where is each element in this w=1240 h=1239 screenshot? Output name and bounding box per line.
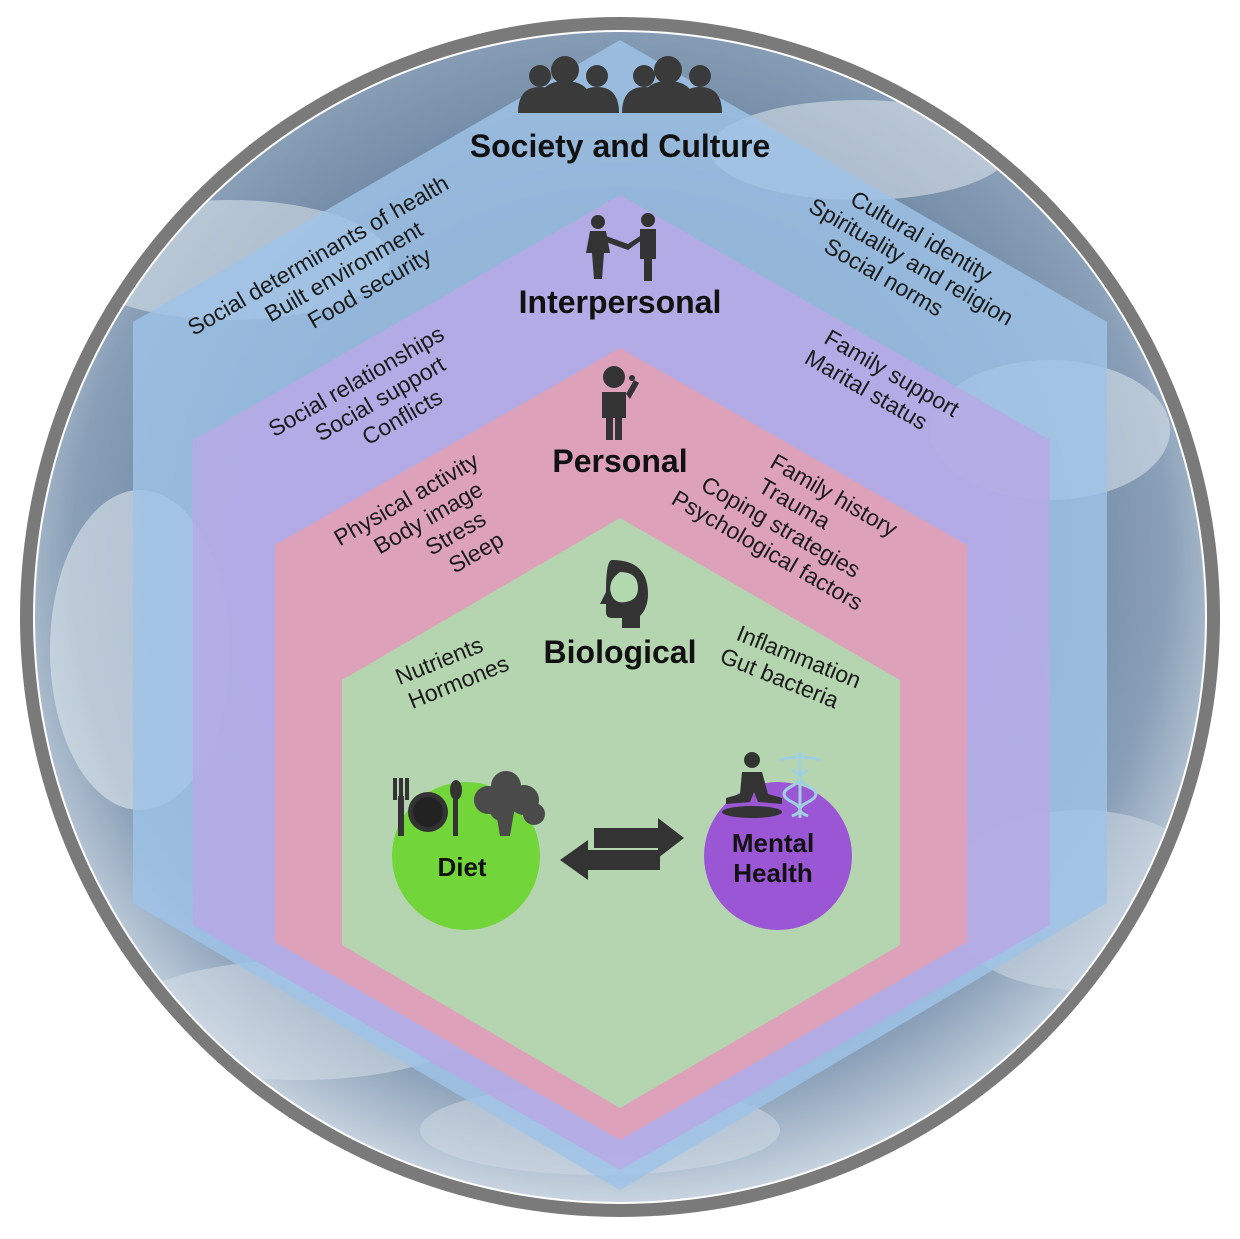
diet-label: Diet xyxy=(437,852,486,882)
fork-plate-spoon-broccoli-icon xyxy=(393,771,545,836)
head-brain-icon xyxy=(600,560,648,628)
mental-health-label-line2: Health xyxy=(733,858,812,888)
two-people-handshake-icon xyxy=(586,213,656,281)
biological-title: Biological xyxy=(544,634,697,670)
interpersonal-title: Interpersonal xyxy=(519,284,722,320)
mental-health-label-line1: Mental xyxy=(732,828,814,858)
personal-title: Personal xyxy=(552,443,687,479)
meditation-caduceus-icon xyxy=(722,752,821,818)
biological-hexagon xyxy=(342,518,900,1108)
thinking-person-icon xyxy=(602,366,639,440)
mental-health-circle xyxy=(704,782,852,930)
bidirectional-arrows-icon xyxy=(560,818,684,880)
group-of-people-icon xyxy=(518,56,722,113)
society-title: Society and Culture xyxy=(470,128,771,164)
